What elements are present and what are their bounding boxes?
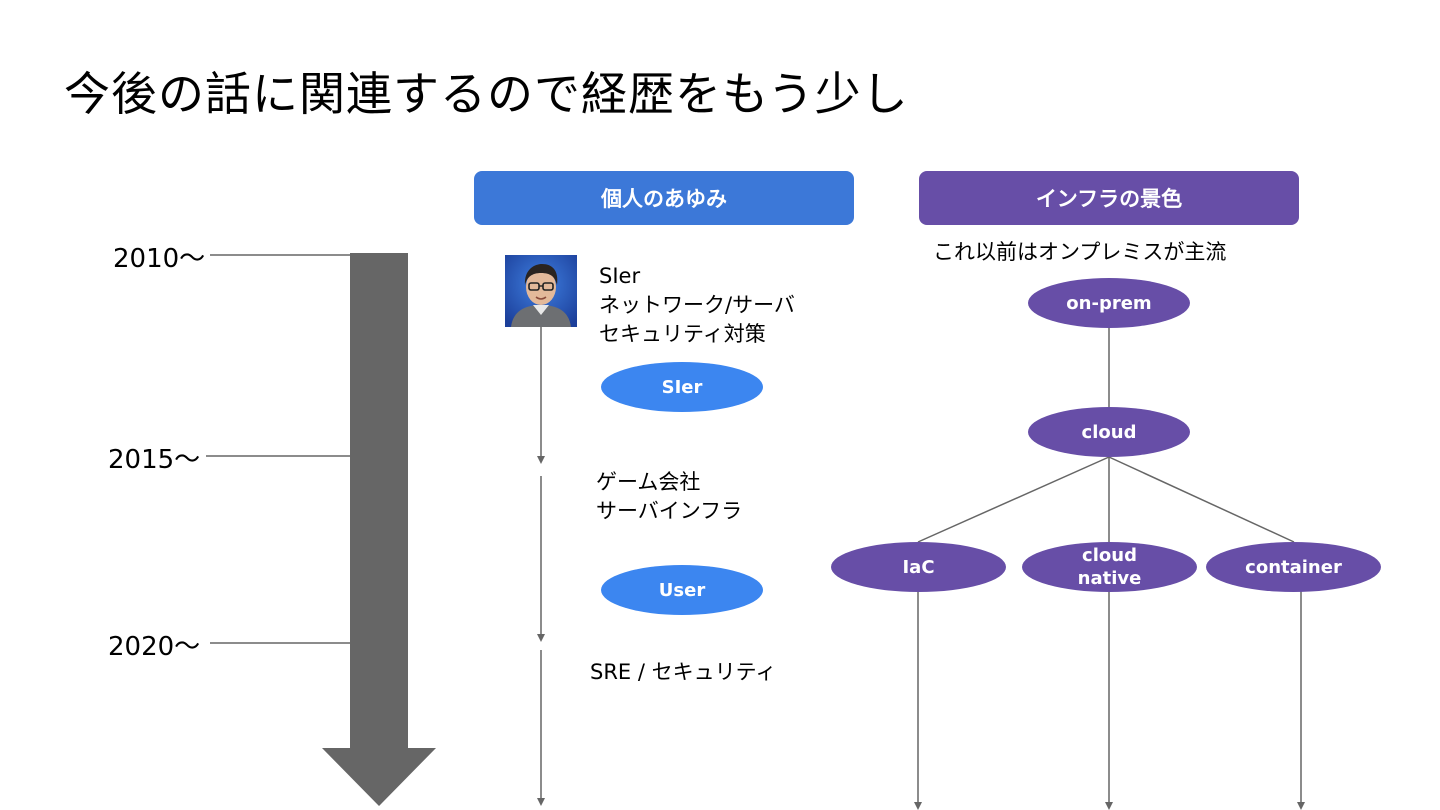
career-line: ゲーム会社 — [596, 470, 701, 494]
onprem-note: これ以前はオンプレミスが主流 — [933, 240, 1227, 264]
node-cloud-native: cloud native — [1022, 542, 1197, 592]
node-container: container — [1206, 542, 1381, 592]
slide-title: 今後の話に関連するので経歴をもう少し — [64, 67, 909, 121]
career-line: ネットワーク/サーバ — [599, 293, 795, 317]
year-label-2010: 2010〜 — [113, 244, 206, 274]
node-cloud-native-line2: native — [1077, 568, 1142, 589]
node-cloud: cloud — [1028, 407, 1190, 457]
career-line: セキュリティ対策 — [599, 322, 766, 346]
personal-history-header: 個人のあゆみ — [474, 171, 854, 225]
career-block-game: ゲーム会社 サーバインフラ — [596, 468, 742, 526]
node-cloud-native-line1: cloud — [1082, 545, 1137, 566]
year-label-2020: 2020〜 — [108, 632, 201, 662]
badge-sier: SIer — [601, 362, 763, 412]
career-line: サーバインフラ — [596, 499, 743, 523]
badge-user: User — [601, 565, 763, 615]
career-block-sre: SRE / セキュリティ — [590, 660, 777, 684]
infra-landscape-header: インフラの景色 — [919, 171, 1299, 225]
node-onprem: on-prem — [1028, 278, 1190, 328]
career-block-sier: SIer ネットワーク/サーバ セキュリティ対策 — [599, 262, 795, 349]
year-label-2015: 2015〜 — [108, 445, 201, 475]
timeline-arrow — [322, 253, 436, 806]
career-line: SIer — [599, 264, 641, 288]
node-iac: IaC — [831, 542, 1006, 592]
profile-photo — [505, 255, 577, 327]
edge-cloud-container — [1108, 456, 1295, 543]
edge-cloud-iac — [917, 456, 1110, 543]
